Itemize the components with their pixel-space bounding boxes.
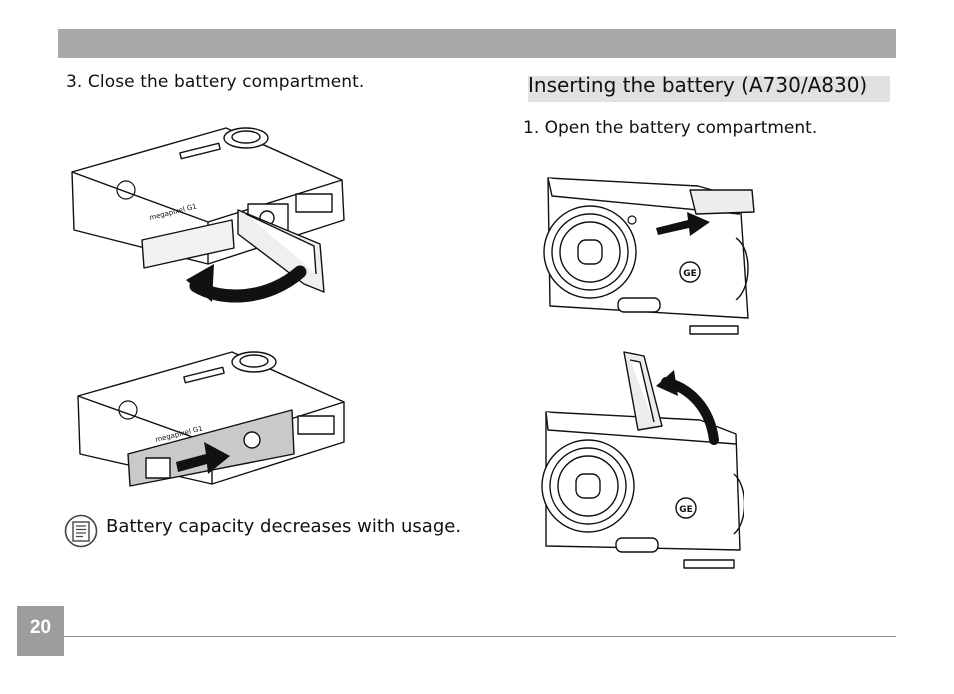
camera-front-slide-illustration: GE — [543, 177, 755, 335]
note-icon — [64, 514, 98, 548]
camera-door-closed-illustration: megapixel G1 — [77, 351, 345, 487]
page-number: 20 — [17, 606, 64, 656]
header-bar — [58, 29, 896, 58]
brand-logo: GE — [683, 269, 697, 279]
section-title-background — [528, 76, 890, 102]
brand-logo-2: GE — [679, 505, 693, 515]
section-title: Inserting the battery (A730/A830) — [528, 73, 868, 97]
note-text: Battery capacity decreases with usage. — [106, 516, 462, 537]
camera-door-open-illustration: GE — [541, 351, 744, 569]
camera-door-closing-illustration: megapixel G1 — [71, 127, 345, 303]
step-3-text: 3. Close the battery compartment. — [66, 72, 365, 92]
footer-rule — [64, 636, 896, 637]
step-1-text: 1. Open the battery compartment. — [523, 118, 818, 138]
